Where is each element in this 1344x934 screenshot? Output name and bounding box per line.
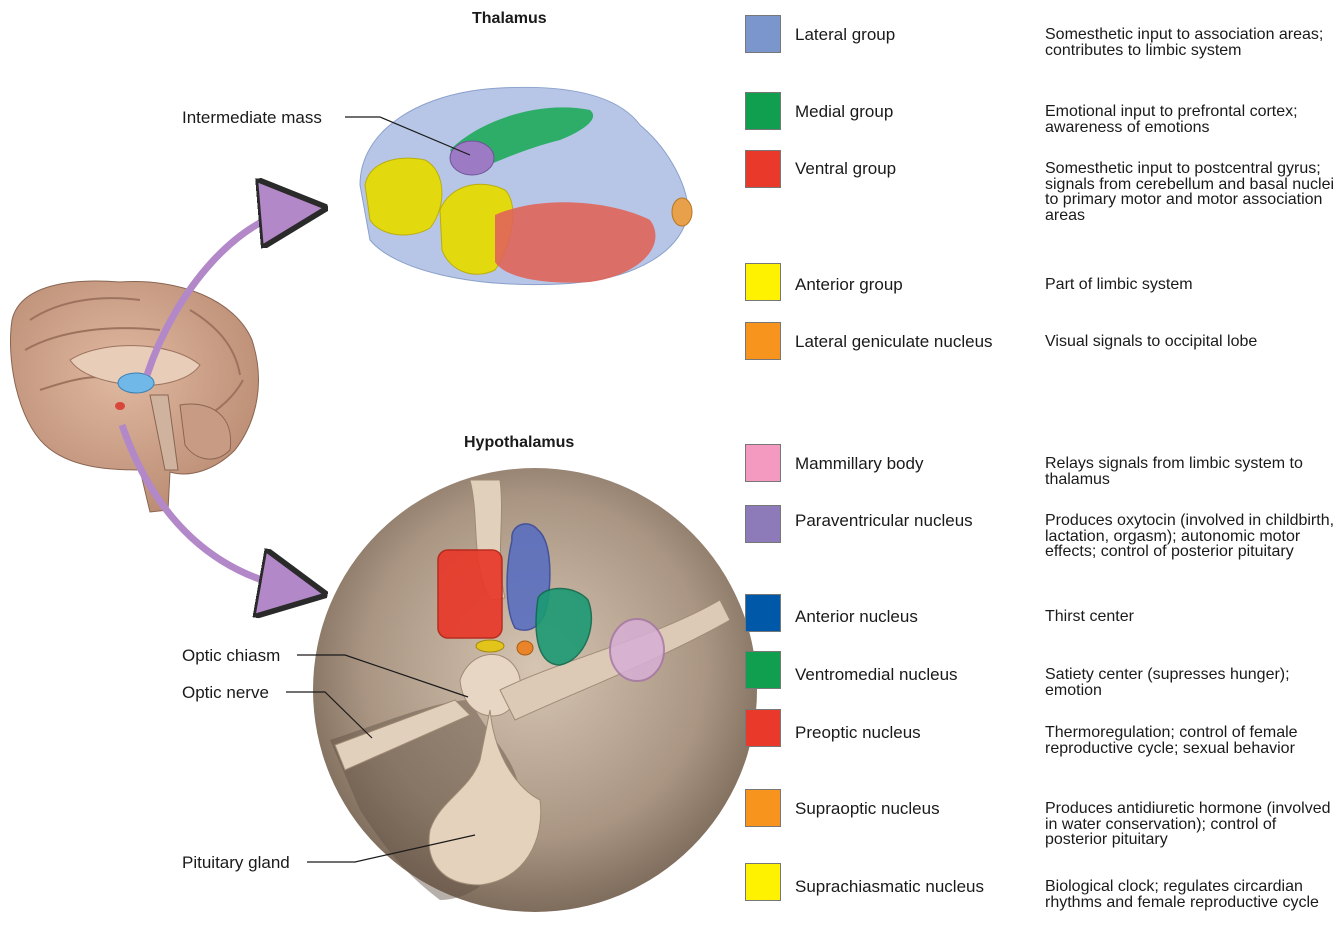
sagittal-brain-image bbox=[10, 281, 258, 512]
legend-item-name: Ventral group bbox=[795, 159, 896, 179]
legend-item-description: Thermoregulation; control of female repr… bbox=[1045, 725, 1337, 756]
legend-swatch bbox=[745, 444, 781, 482]
legend-item-description: Relays signals from limbic system to tha… bbox=[1045, 456, 1337, 487]
legend-item-name: Lateral geniculate nucleus bbox=[795, 332, 993, 352]
legend-swatch bbox=[745, 322, 781, 360]
legend-item-description: Emotional input to prefrontal cortex; aw… bbox=[1045, 104, 1337, 135]
optic-nerve-label: Optic nerve bbox=[182, 683, 269, 703]
legend-item-description: Thirst center bbox=[1045, 609, 1337, 625]
legend-item-name: Medial group bbox=[795, 102, 893, 122]
legend-swatch bbox=[745, 594, 781, 632]
legend-swatch bbox=[745, 150, 781, 188]
legend-item-description: Somesthetic input to association areas; … bbox=[1045, 27, 1337, 58]
intermediate-mass-label: Intermediate mass bbox=[182, 108, 322, 128]
legend-item-description: Produces oxytocin (involved in childbirt… bbox=[1045, 513, 1337, 560]
legend-item-name: Anterior group bbox=[795, 275, 903, 295]
thalamus-image bbox=[360, 87, 692, 284]
hypothalamus-title: Hypothalamus bbox=[464, 434, 574, 452]
legend-swatch bbox=[745, 263, 781, 301]
legend-item-description: Visual signals to occipital lobe bbox=[1045, 334, 1337, 350]
legend-item-name: Suprachiasmatic nucleus bbox=[795, 877, 984, 897]
optic-chiasm-label: Optic chiasm bbox=[182, 646, 280, 666]
legend-swatch bbox=[745, 863, 781, 901]
legend-item-description: Somesthetic input to postcentral gyrus; … bbox=[1045, 161, 1337, 223]
legend-item-name: Anterior nucleus bbox=[795, 607, 918, 627]
legend-item-name: Preoptic nucleus bbox=[795, 723, 921, 743]
legend-item-description: Produces antidiuretic hormone (involved … bbox=[1045, 801, 1337, 848]
legend-item-name: Supraoptic nucleus bbox=[795, 799, 940, 819]
legend-swatch bbox=[745, 505, 781, 543]
legend-item-description: Satiety center (supresses hunger); emoti… bbox=[1045, 667, 1337, 698]
legend-swatch bbox=[745, 709, 781, 747]
legend-swatch bbox=[745, 92, 781, 130]
pituitary-gland-label: Pituitary gland bbox=[182, 853, 290, 873]
legend-item-name: Paraventricular nucleus bbox=[795, 511, 973, 531]
hypothalamus-image bbox=[313, 468, 757, 912]
legend-item-name: Mammillary body bbox=[795, 454, 923, 474]
legend-swatch bbox=[745, 15, 781, 53]
legend-item-description: Part of limbic system bbox=[1045, 277, 1337, 293]
legend-item-name: Ventromedial nucleus bbox=[795, 665, 958, 685]
legend-swatch bbox=[745, 789, 781, 827]
legend-swatch bbox=[745, 651, 781, 689]
legend-item-name: Lateral group bbox=[795, 25, 895, 45]
thalamus-title: Thalamus bbox=[472, 10, 547, 28]
legend-item-description: Biological clock; regulates circardian r… bbox=[1045, 879, 1337, 910]
